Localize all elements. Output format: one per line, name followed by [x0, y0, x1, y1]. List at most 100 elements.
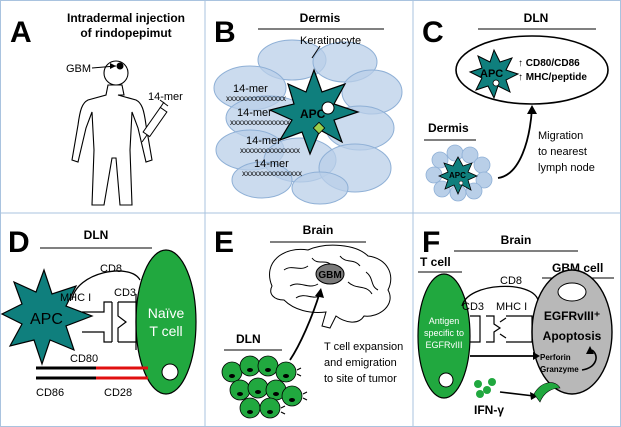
panel-b-peptide-3: 14-mer	[246, 135, 281, 147]
syringe-icon	[141, 99, 169, 143]
panel-b-peptide-1: 14-mer	[233, 83, 268, 95]
panel-c-migration-3: lymph node	[538, 162, 595, 174]
panel-e-letter: E	[214, 226, 234, 259]
panel-d: D DLN APC Naïve T cell CD8 MHC I CD3 CD8…	[0, 226, 197, 399]
ifn-arrow	[499, 391, 535, 397]
panel-d-mhc: MHC I	[60, 292, 91, 304]
panel-b-seq-2: xxxxxxxxxxxxxxx	[230, 118, 290, 127]
apoptosis-arrow	[581, 349, 597, 371]
panel-d-cd80: CD80	[70, 353, 98, 365]
panel-c-migration-1: Migration	[538, 130, 583, 142]
panel-f-granzyme: Granzyme	[540, 365, 579, 374]
expanded-t-cell-cluster	[221, 355, 303, 419]
panel-b-seq-1: xxxxxxxxxxxxxxx	[226, 94, 286, 103]
emigration-arrowhead	[315, 288, 324, 298]
cd8-arc-f	[461, 285, 539, 307]
ifn-gamma-granules	[474, 378, 496, 398]
panel-f-egfr: EGFRvIII⁺	[544, 309, 600, 323]
panel-b-peptide-2: 14-mer	[237, 107, 272, 119]
panel-e: E Brain GBM DLN	[214, 223, 403, 419]
panel-f-antigen-1: Antigen	[429, 316, 460, 326]
dermis-cell-cluster	[425, 144, 493, 202]
panel-a-letter: A	[10, 16, 32, 49]
peptide-vesicle	[312, 121, 326, 135]
panel-f-tcell-hdr: T cell	[420, 255, 451, 269]
t-cell-cluster-nuclei	[229, 368, 295, 414]
panel-c-dermis: Dermis	[428, 121, 469, 135]
panel-a-title-line1: Intradermal injection	[67, 11, 185, 25]
panel-f-ifn: IFN-γ	[474, 403, 504, 417]
apc-star-large	[268, 68, 360, 156]
panel-a-peptide-label: 14-mer	[148, 91, 183, 103]
panel-f-antigen-2: specific to	[424, 328, 464, 338]
keratinocyte-label: Keratinocyte	[300, 35, 361, 47]
ifn-arrowhead	[530, 392, 538, 400]
t-cell-nucleus	[161, 363, 179, 381]
panel-a: A Intradermal injection of rindopepimut …	[10, 11, 185, 206]
cytotoxic-t-cell	[417, 273, 471, 399]
panel-a-gbm-label: GBM	[66, 63, 91, 75]
panel-c: C DLN APC ↑ CD80/CD86 ↑ MHC/peptide Derm…	[422, 11, 609, 202]
human-body-outline	[71, 60, 153, 206]
gbm-tumor-brain	[315, 263, 345, 285]
panel-f-mhc: MHC I	[496, 301, 527, 313]
panel-e-dln: DLN	[236, 332, 261, 346]
panel-c-title: DLN	[524, 11, 549, 25]
gbm-cell-nucleus	[557, 282, 587, 302]
panel-b: B Dermis Keratinocyte APC 14-mer xxxxxxx…	[213, 11, 403, 205]
emigration-arrow	[289, 291, 321, 361]
panel-b-peptide-4: 14-mer	[254, 158, 289, 170]
panel-b-seq-4: xxxxxxxxxxxxxxx	[242, 169, 302, 178]
gbm-arrowhead	[110, 63, 116, 69]
cd8-coreceptor-arc	[71, 270, 141, 301]
panel-c-migration-2: to nearest	[538, 146, 587, 158]
apc-star-dermis	[438, 156, 478, 195]
mhc-tcr-complex	[82, 294, 137, 350]
panel-f: F Brain T cell GBM cell Antigen specific…	[417, 226, 614, 417]
panel-e-title: Brain	[303, 223, 334, 237]
panel-d-cd86: CD86	[36, 387, 64, 399]
panel-f-title: Brain	[501, 233, 532, 247]
panel-f-antigen-3: EGFRvIII	[425, 340, 462, 350]
apc-star-d	[0, 268, 94, 366]
apc-star-dln	[468, 48, 520, 100]
panel-b-apc-label: APC	[300, 107, 326, 121]
gbm-tumor-dot	[116, 62, 124, 70]
apc-dermis-nucleus	[458, 180, 464, 186]
panel-d-apc: APC	[30, 311, 63, 328]
t-cell-receptors	[280, 367, 308, 415]
panel-c-letter: C	[422, 16, 444, 49]
panel-b-seq-3: xxxxxxxxxxxxxxx	[240, 146, 300, 155]
apc-dln-nucleus	[492, 79, 500, 87]
panel-d-cd3: CD3	[114, 287, 136, 299]
panel-f-cd3: CD3	[462, 301, 484, 313]
panel-d-title: DLN	[84, 228, 109, 242]
panel-d-cd8: CD8	[100, 263, 122, 275]
ifn-receptor-icon	[533, 382, 561, 403]
migration-arrowhead	[527, 105, 537, 114]
panel-c-marker2: ↑ MHC/peptide	[518, 72, 587, 83]
panel-d-tcell-2: T cell	[149, 323, 182, 339]
migration-arrow	[497, 107, 533, 179]
panel-f-letter: F	[422, 226, 440, 259]
panel-d-letter: D	[8, 226, 30, 259]
panel-e-expansion-3: to site of tumor	[324, 373, 397, 385]
tcr-mhc-complex-f	[470, 315, 533, 343]
panel-f-cd8: CD8	[500, 275, 522, 287]
panel-d-tcell-1: Naïve	[148, 305, 185, 321]
panel-b-title: Dermis	[300, 11, 341, 25]
apc-nucleus	[321, 101, 335, 115]
brain-outline	[269, 244, 392, 329]
panel-e-gbm: GBM	[318, 270, 341, 281]
panel-c-marker1: ↑ CD80/CD86	[518, 58, 580, 69]
panel-e-expansion-2: and emigration	[324, 357, 397, 369]
panel-f-perforin: Perforin	[540, 353, 571, 362]
panel-c-apc-top: APC	[480, 68, 503, 80]
perforin-arrowhead	[533, 352, 540, 360]
t-cell-nucleus-f	[438, 372, 454, 388]
panel-c-apc-small: APC	[449, 171, 466, 180]
apoptosis-arrowhead	[586, 346, 594, 354]
panel-f-apoptosis: Apoptosis	[543, 329, 602, 343]
panel-b-letter: B	[214, 16, 236, 49]
